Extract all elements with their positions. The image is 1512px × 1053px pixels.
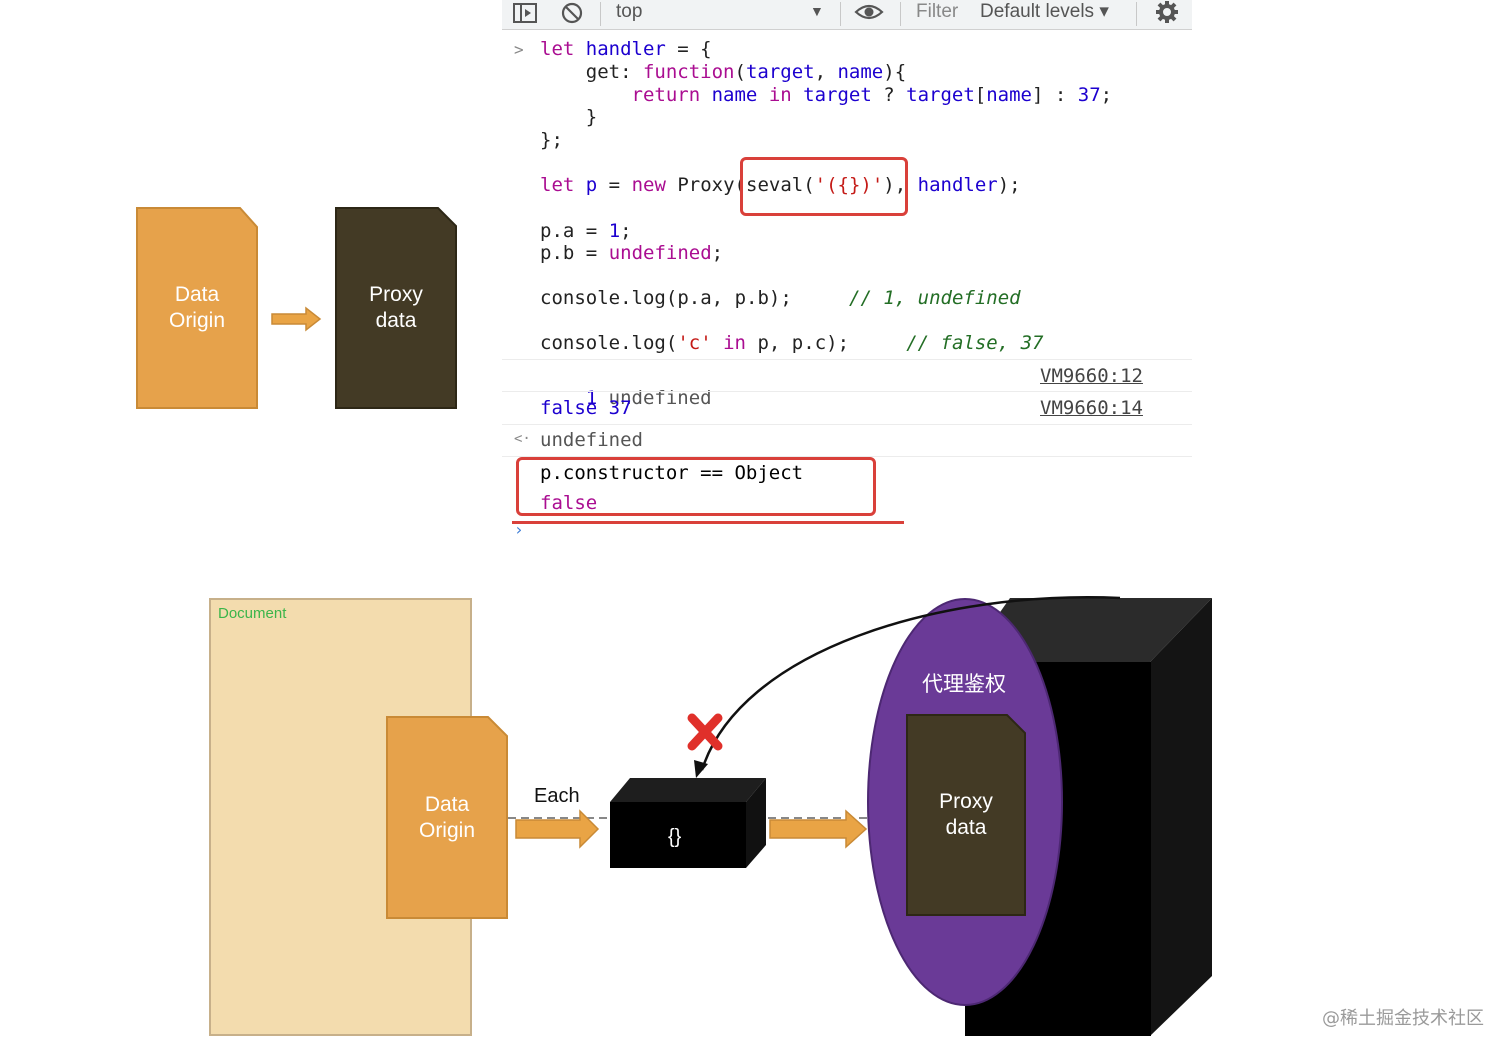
gear-icon[interactable] [1154,0,1180,26]
toolbar-divider [900,2,901,26]
proxy-data-doc-bottom: Proxy data [906,714,1026,916]
constructor-result: false [540,492,598,514]
return-arrow-icon: <· [514,431,531,447]
doc-shape-origin [136,207,258,409]
curved-arrow-head-icon [694,760,708,778]
row-divider [502,456,1192,457]
row-divider [502,359,1192,360]
watermark: @稀土掘金技术社区 [1322,1008,1484,1029]
devtools-console: top ▼ Filter Default levels ▾ > let hand… [502,0,1192,545]
sidebar-toggle-icon[interactable] [512,2,538,24]
code-line: let handler = { [540,38,712,60]
log-output-1: 1 undefined [540,365,712,409]
code-line: p.a = 1; [540,220,632,242]
curved-arrow [700,596,1121,771]
doc-shape-origin-bottom [386,716,508,919]
underline-mark [512,521,904,524]
log-output-2: false 37 [540,397,632,419]
object-box-label: {} [668,826,682,848]
input-prompt-icon: > [514,40,524,59]
code-line: let p = new Proxy(seval('({})'), handler… [540,174,1021,196]
clear-console-icon[interactable] [560,1,584,25]
source-link-2[interactable]: VM9660:14 [1040,397,1143,419]
doc-shape-proxy [335,207,457,409]
code-line: console.log('c' in p, p.c); // false, 37 [540,332,1044,354]
row-divider [502,391,1192,392]
code-line: }; [540,129,563,151]
row-divider [502,424,1192,425]
document-box [209,598,472,1036]
data-origin-doc: Data Origin [136,207,258,409]
toolbar-divider [600,2,601,26]
return-value: undefined [540,429,643,451]
arrow-to-proxy-icon [769,809,868,849]
console-toolbar: top ▼ Filter Default levels ▾ [502,0,1192,30]
code-line: return name in target ? target[name] : 3… [631,84,1113,106]
code-line: p.b = undefined; [540,242,724,264]
proxy-data-label-bottom: Proxy data [939,790,993,839]
proxy-data-label: Proxy data [369,283,423,332]
filter-input[interactable]: Filter [916,1,959,22]
default-levels-dropdown[interactable]: Default levels ▾ [980,1,1109,22]
each-label: Each [534,785,580,807]
doc-shape-proxy-bottom [906,714,1026,916]
context-selector[interactable]: top [616,1,643,22]
code-line: get: function(target, name){ [585,61,907,83]
seval-highlight [740,157,908,216]
proxy-auth-label: 代理鉴权 [922,672,1006,696]
red-x-icon [687,713,723,751]
arrow-right-icon [271,306,322,332]
data-origin-label-bottom: Data Origin [418,792,476,842]
data-origin-doc-bottom: Data Origin [386,716,508,919]
code-line: } [540,106,598,128]
source-link-1[interactable]: VM9660:12 [1040,365,1143,387]
log-1-text: undefined [608,387,712,409]
toolbar-divider [840,2,841,26]
code-line: console.log(p.a, p.b); // 1, undefined [540,287,1021,309]
constructor-expr: p.constructor == Object [540,462,804,484]
data-origin-label: Data Origin [168,283,226,332]
arrow-to-box-icon [515,809,600,849]
proxy-data-doc: Proxy data [335,207,457,409]
toolbar-divider [1136,2,1137,26]
eye-icon[interactable] [854,1,884,23]
console-input-prompt-icon[interactable]: › [514,520,524,539]
constructor-highlight [516,457,876,516]
log-1-number: 1 [585,387,598,409]
object-box-cube [610,778,766,868]
chevron-down-icon[interactable]: ▼ [810,3,824,19]
document-label: Document [218,605,287,622]
